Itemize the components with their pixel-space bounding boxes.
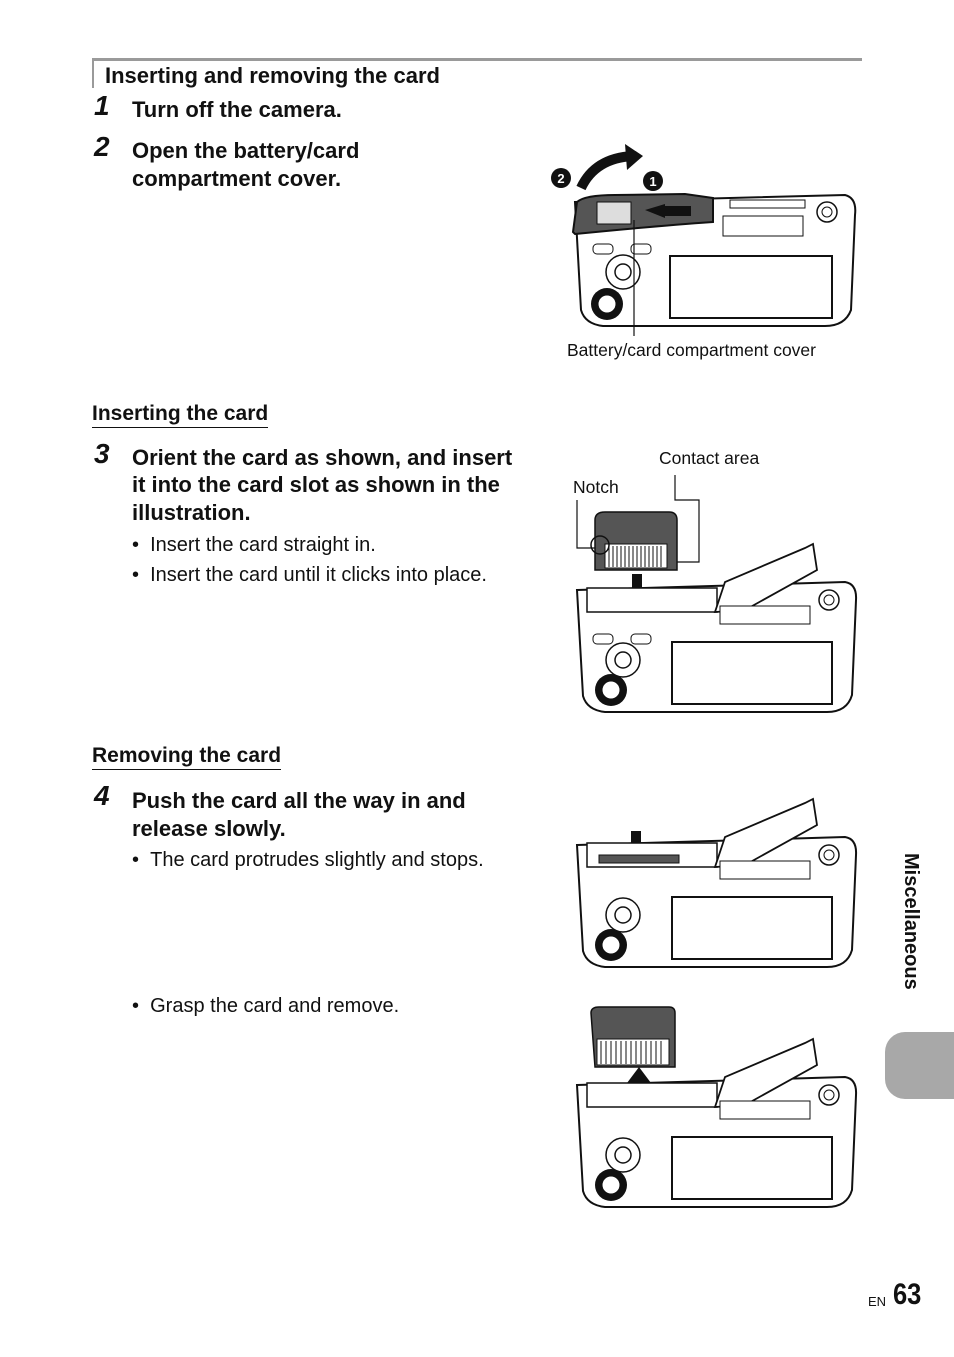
side-tab-label: Miscellaneous [900,853,922,990]
step-3-line2: it into the card slot as shown in the [132,472,500,497]
side-tab [885,1032,954,1099]
marker-1: 1 [649,174,656,189]
caption-cover: Battery/card compartment cover [567,340,816,360]
step-2-line1: Open the battery/card [132,138,360,163]
page-number: 63 [893,1278,922,1311]
marker-2: 2 [557,171,564,186]
subhead-inserting: Inserting the card [92,402,269,428]
step-2-line2: compartment cover. [132,166,342,191]
subhead-removing: Removing the card [92,744,282,770]
step-4-line2: release slowly. [132,816,286,841]
step-3-line3: illustration. [132,500,251,525]
bullet-protrudes: • The card protrudes slightly and stops. [132,849,484,871]
illustration-push-card [575,797,858,968]
section-title: Inserting and removing the card [105,63,440,88]
bullet-insert-clicks: • Insert the card until it clicks into p… [132,564,487,586]
step-3-number: 3 [94,438,110,469]
caption-contact-area: Contact area [659,448,760,468]
step-4-line1: Push the card all the way in and [132,788,466,813]
page-language: EN [868,1294,887,1309]
bullet-grasp: • Grasp the card and remove. [132,995,400,1017]
step-3-line1: Orient the card as shown, and insert [132,445,513,470]
step-1-number: 1 [94,90,110,121]
bullet-insert-straight: • Insert the card straight in. [132,534,376,556]
step-1-text: Turn off the camera. [132,97,342,122]
caption-notch: Notch [573,477,619,497]
illustration-remove-card [575,1006,858,1208]
illustration-open-cover: 2 1 [551,144,857,336]
step-4-number: 4 [94,780,110,811]
illustration-insert-card [575,475,858,713]
section-title-bar: Inserting and removing the card [92,58,862,88]
step-2-number: 2 [94,131,110,162]
